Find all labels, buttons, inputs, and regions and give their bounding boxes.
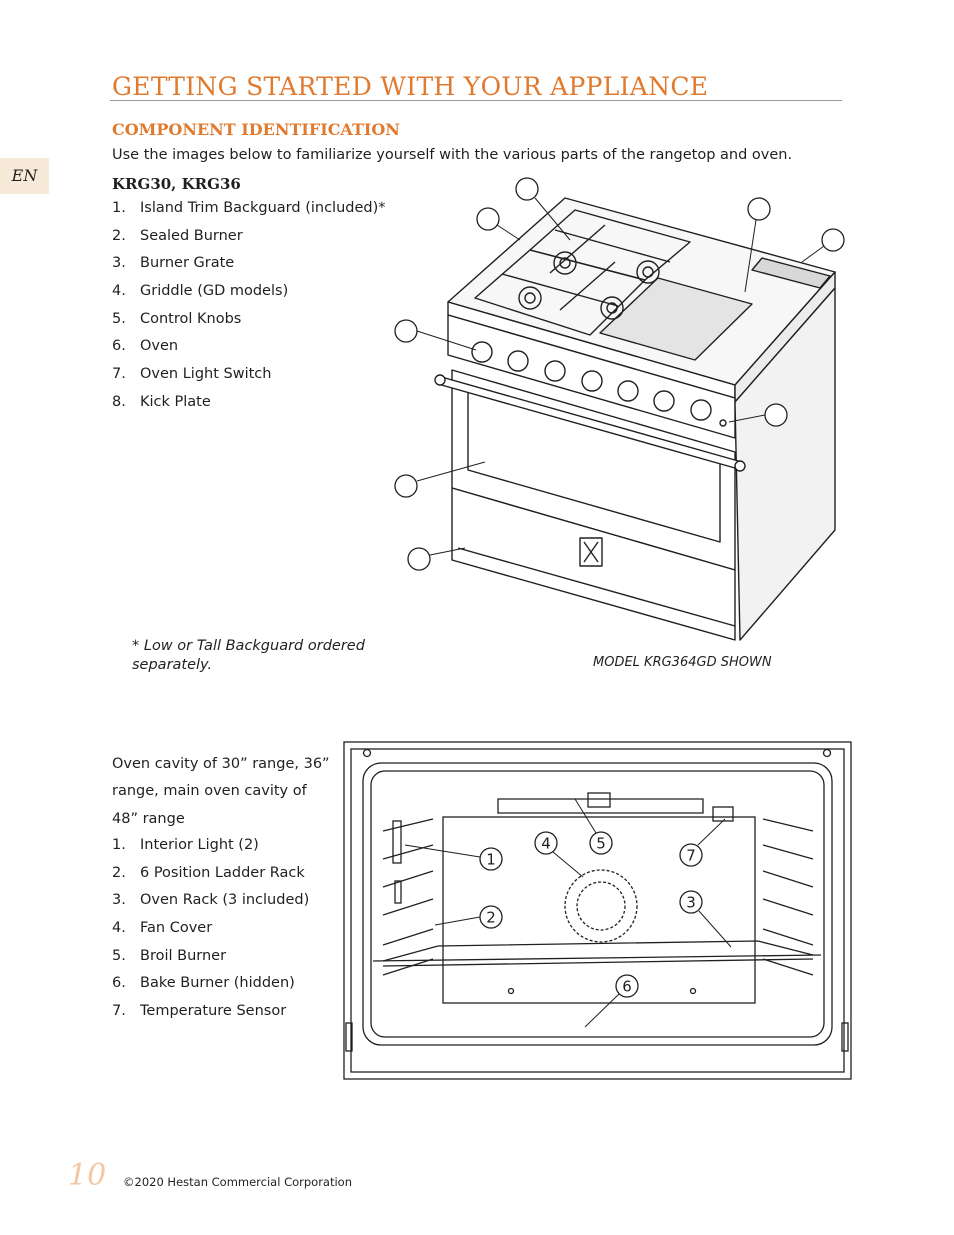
section-heading: COMPONENT IDENTIFICATION bbox=[112, 120, 400, 139]
list-item: 4.Griddle (GD models) bbox=[112, 283, 289, 300]
callout-label: 1 bbox=[486, 851, 496, 869]
list-item: 2.Sealed Burner bbox=[112, 227, 243, 244]
list-item: 6.Bake Burner (hidden) bbox=[112, 975, 295, 992]
title-divider bbox=[110, 100, 842, 101]
model-caption: MODEL KRG364GD SHOWN bbox=[593, 655, 772, 670]
list-item: 7.Temperature Sensor bbox=[112, 1003, 287, 1020]
callout-label: 3 bbox=[686, 894, 696, 912]
callout-label: 6 bbox=[622, 978, 632, 996]
list-item: 6.Oven bbox=[112, 338, 179, 355]
callout-label: 4 bbox=[541, 835, 551, 853]
list-item: 5.Broil Burner bbox=[112, 947, 227, 964]
page-title: GETTING STARTED WITH YOUR APPLIANCE bbox=[112, 72, 709, 101]
backguard-footnote: * Low or Tall Backguard ordered separate… bbox=[132, 638, 365, 673]
list-item: 7.Oven Light Switch bbox=[112, 366, 272, 383]
list-item: 2.6 Position Ladder Rack bbox=[112, 864, 305, 881]
callout-label: 2 bbox=[486, 909, 496, 927]
range-component-list: 1.Island Trim Backguard (included)* 2.Se… bbox=[112, 195, 386, 417]
language-tab-label: EN bbox=[11, 166, 38, 185]
range-model-heading: KRG30, KRG36 bbox=[112, 175, 241, 193]
page-number: 10 bbox=[68, 1158, 107, 1193]
list-item: 5.Control Knobs bbox=[112, 310, 242, 327]
list-item: 1.Interior Light (2) bbox=[112, 837, 259, 853]
list-item: 3.Oven Rack (3 included) bbox=[112, 892, 310, 909]
list-item: 8.Kick Plate bbox=[112, 393, 211, 410]
language-tab: EN bbox=[0, 158, 49, 194]
list-item: 1.Island Trim Backguard (included)* bbox=[112, 200, 386, 216]
callout-label: 7 bbox=[686, 847, 696, 865]
oven-cavity-illustration: 1 2 3 4 5 6 7 bbox=[343, 741, 852, 1080]
oven-cavity-intro: Oven cavity of 30” range, 36” range, mai… bbox=[112, 756, 330, 827]
copyright-notice: ©2020 Hestan Commercial Corporation bbox=[123, 1175, 353, 1189]
oven-component-list: 1.Interior Light (2) 2.6 Position Ladder… bbox=[112, 832, 309, 1026]
list-item: 3.Burner Grate bbox=[112, 255, 235, 272]
range-illustration bbox=[394, 177, 845, 641]
callout-label: 5 bbox=[596, 835, 606, 853]
list-item: 4.Fan Cover bbox=[112, 920, 213, 937]
section-intro: Use the images below to familiarize your… bbox=[112, 147, 793, 163]
